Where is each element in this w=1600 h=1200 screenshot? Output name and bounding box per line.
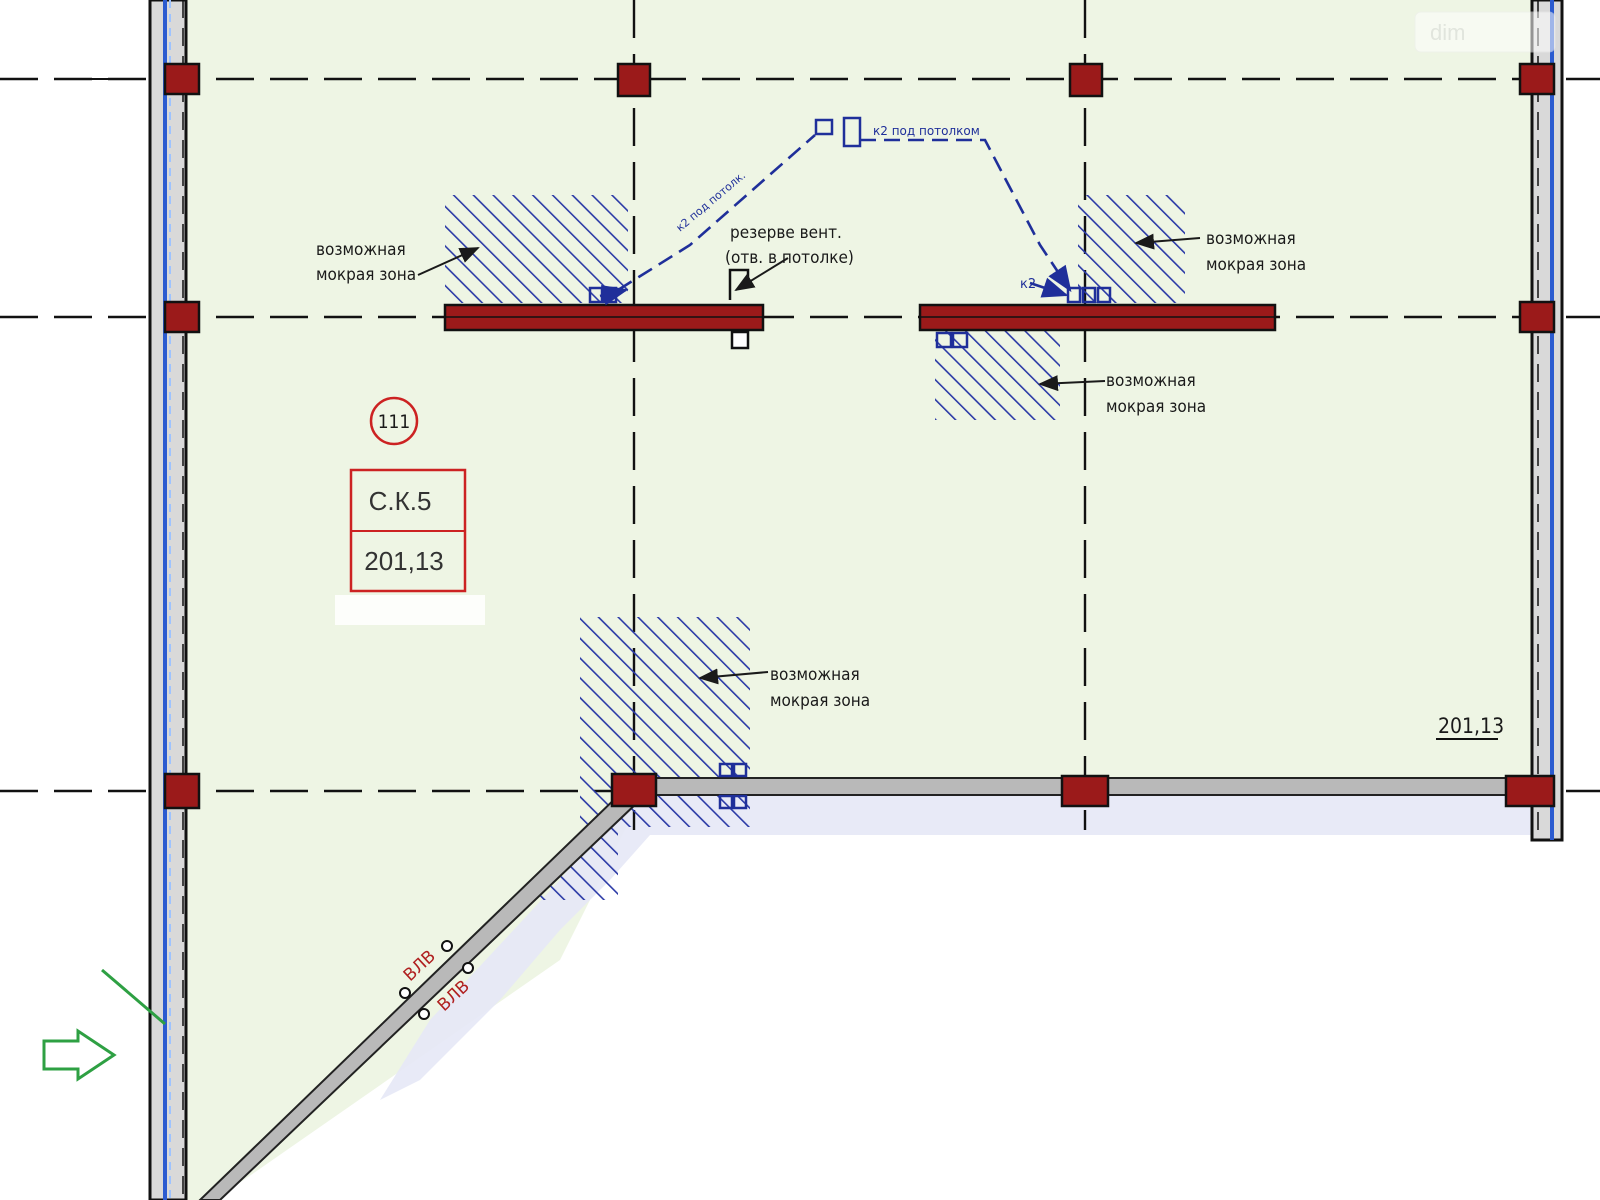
arrow-right-icon bbox=[42, 968, 166, 1082]
column bbox=[1504, 774, 1556, 808]
level-mark: 201,13 bbox=[1436, 714, 1504, 740]
column bbox=[1518, 62, 1556, 96]
column bbox=[1518, 300, 1556, 334]
wet-zone-label-tl-1: возможная bbox=[316, 240, 406, 260]
column bbox=[1060, 774, 1110, 808]
left-exterior-wall bbox=[148, 0, 188, 1200]
right-exterior-wall bbox=[1530, 0, 1564, 842]
wet-zone-label-bot-1: возможная bbox=[770, 665, 860, 685]
wet-zone-mid-right bbox=[935, 328, 1060, 420]
pipe-label-k2-ceiling: к2 под потолком bbox=[873, 124, 980, 138]
column bbox=[616, 62, 652, 98]
columns bbox=[163, 62, 1556, 810]
column bbox=[610, 772, 658, 808]
wet-zone-top-right bbox=[1078, 195, 1185, 303]
watermark: dim bbox=[1414, 11, 1556, 53]
pipe-k2-arrow bbox=[1029, 277, 1069, 298]
wet-zone-label-tr-1: возможная bbox=[1206, 229, 1296, 249]
column bbox=[163, 300, 201, 334]
vent-reserve-label-1: резерве вент. bbox=[730, 223, 842, 243]
pipe-routes bbox=[617, 134, 1072, 293]
wet-zone-label-mr-2: мокрая зона bbox=[1106, 397, 1206, 417]
wet-zone-bottom-b bbox=[535, 827, 618, 900]
vent-reserve-label-2: (отв. в потолке) bbox=[725, 248, 854, 268]
room-tag-code: С.К.5 bbox=[369, 486, 432, 516]
floor-shadow-patch bbox=[335, 595, 485, 625]
wet-zone-label-bot-2: мокрая зона bbox=[770, 691, 870, 711]
room-tag: С.К.5 201,13 bbox=[349, 468, 467, 593]
room-tag-level: 201,13 bbox=[364, 546, 444, 576]
floor-shadow bbox=[380, 795, 1540, 1100]
room-number: 111 bbox=[378, 411, 411, 433]
pipe-left-arrow bbox=[599, 285, 629, 306]
pipe-label-k2: к2 bbox=[1020, 277, 1036, 292]
watermark-text: dim bbox=[1430, 20, 1465, 45]
wet-zone-label-tl-2: мокрая зона bbox=[316, 265, 416, 285]
room-number-marker: 111 bbox=[369, 396, 419, 446]
level-mark-value: 201,13 bbox=[1438, 714, 1504, 738]
wet-zone-label-tr-2: мокрая зона bbox=[1206, 255, 1306, 275]
column bbox=[163, 772, 201, 810]
column bbox=[1068, 62, 1104, 98]
column bbox=[163, 62, 201, 96]
wet-zone-label-mr-1: возможная bbox=[1106, 371, 1196, 391]
leaders bbox=[417, 233, 1201, 685]
